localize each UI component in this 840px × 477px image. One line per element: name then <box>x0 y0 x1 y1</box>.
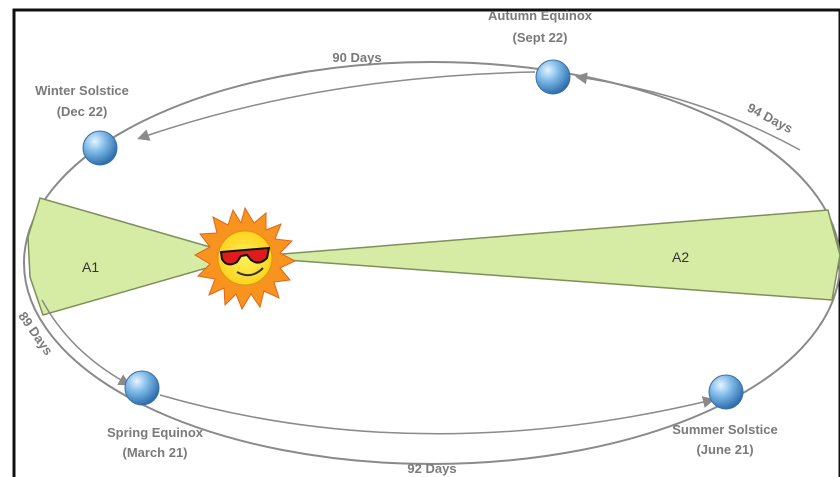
arrow-bottom <box>159 394 715 435</box>
interval-label-bottom: 92 Days <box>407 461 456 476</box>
label-winter-name: Winter Solstice <box>35 83 129 98</box>
label-summer-date: (June 21) <box>696 442 753 457</box>
planet-summer <box>708 374 744 410</box>
planet-winter <box>82 130 118 166</box>
sun-with-sunglasses-icon <box>193 206 297 311</box>
area-sector-a2 <box>244 209 840 301</box>
interval-label-right: 94 Days <box>745 100 795 136</box>
planet-autumn <box>535 59 571 95</box>
area-label-a1: A1 <box>82 259 99 275</box>
sun-smile <box>236 267 264 277</box>
label-spring-date: (March 21) <box>122 445 187 460</box>
arrow-left <box>41 299 131 386</box>
arrow-right <box>575 72 801 151</box>
label-autumn-name: Autumn Equinox <box>488 8 593 23</box>
label-winter-date: (Dec 22) <box>57 104 108 119</box>
planet-spring <box>124 370 160 406</box>
label-summer-name: Summer Solstice <box>672 422 778 437</box>
earth-icon <box>82 59 744 410</box>
frame <box>12 8 840 477</box>
area-label-a2: A2 <box>672 249 689 265</box>
orbit-ellipse <box>23 61 840 465</box>
label-autumn-date: (Sept 22) <box>513 30 568 45</box>
label-spring-name: Spring Equinox <box>107 425 204 440</box>
sunglasses-icon <box>219 246 271 266</box>
area-sector-a1 <box>27 197 248 316</box>
interval-label-top: 90 Days <box>332 50 381 65</box>
arrow-top <box>137 71 536 141</box>
